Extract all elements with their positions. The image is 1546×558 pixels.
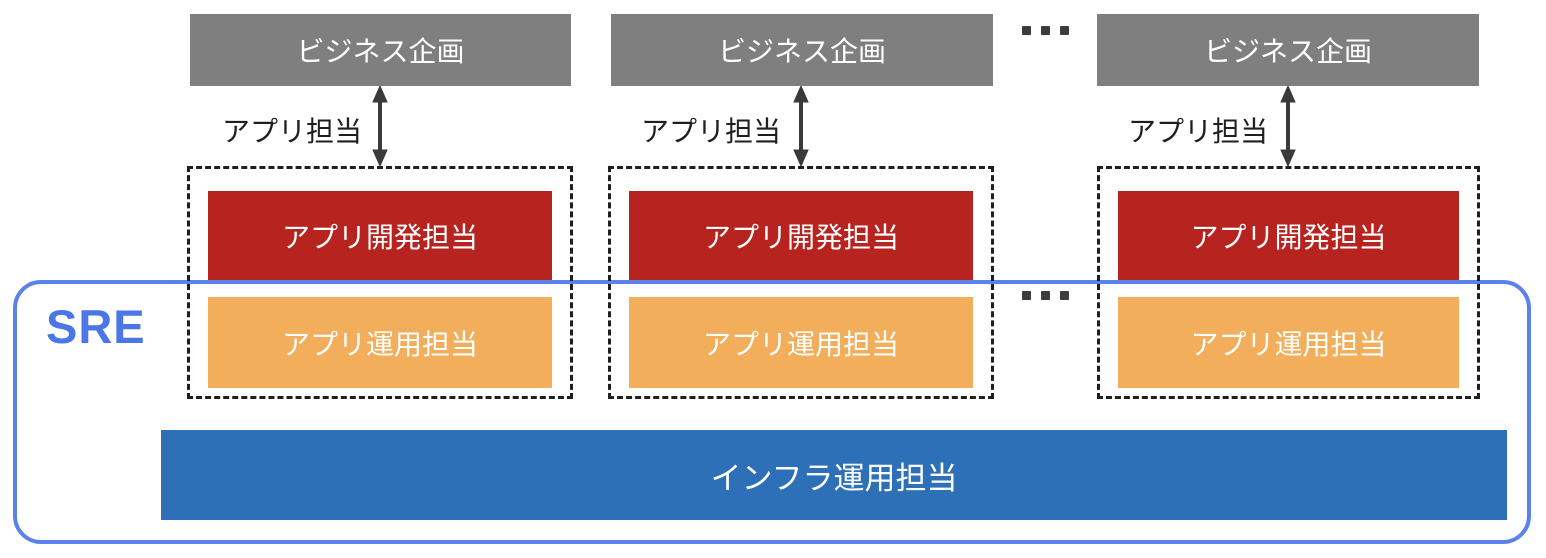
app-team-group-1: アプリ開発担当 アプリ運用担当 xyxy=(187,166,573,399)
double-arrow-icon xyxy=(1274,84,1302,168)
app-team-group-2: アプリ開発担当 アプリ運用担当 xyxy=(608,166,994,399)
business-planning-box-3: ビジネス企画 xyxy=(1097,14,1479,86)
app-team-label-3: アプリ担当 xyxy=(1127,116,1268,147)
app-ops-box-3: アプリ運用担当 xyxy=(1118,297,1459,388)
app-team-label-2: アプリ担当 xyxy=(640,116,781,147)
infra-ops-bar: インフラ運用担当 xyxy=(161,430,1507,520)
app-ops-box-1: アプリ運用担当 xyxy=(208,297,552,388)
app-dev-box-2: アプリ開発担当 xyxy=(629,191,973,280)
sre-label: SRE xyxy=(46,300,146,353)
app-dev-box-3: アプリ開発担当 xyxy=(1118,191,1459,280)
business-planning-box-1: ビジネス企画 xyxy=(190,14,571,86)
app-team-group-3: アプリ開発担当 アプリ運用担当 xyxy=(1097,166,1480,399)
sre-container-outline xyxy=(13,280,1531,544)
app-dev-box-1: アプリ開発担当 xyxy=(208,191,552,280)
app-ops-box-2: アプリ運用担当 xyxy=(629,297,973,388)
double-arrow-icon xyxy=(366,84,394,168)
ellipsis-icon xyxy=(1022,26,1078,36)
double-arrow-icon xyxy=(787,84,815,168)
ellipsis-icon xyxy=(1022,291,1078,301)
business-planning-box-2: ビジネス企画 xyxy=(611,14,993,86)
app-team-label-1: アプリ担当 xyxy=(221,116,362,147)
